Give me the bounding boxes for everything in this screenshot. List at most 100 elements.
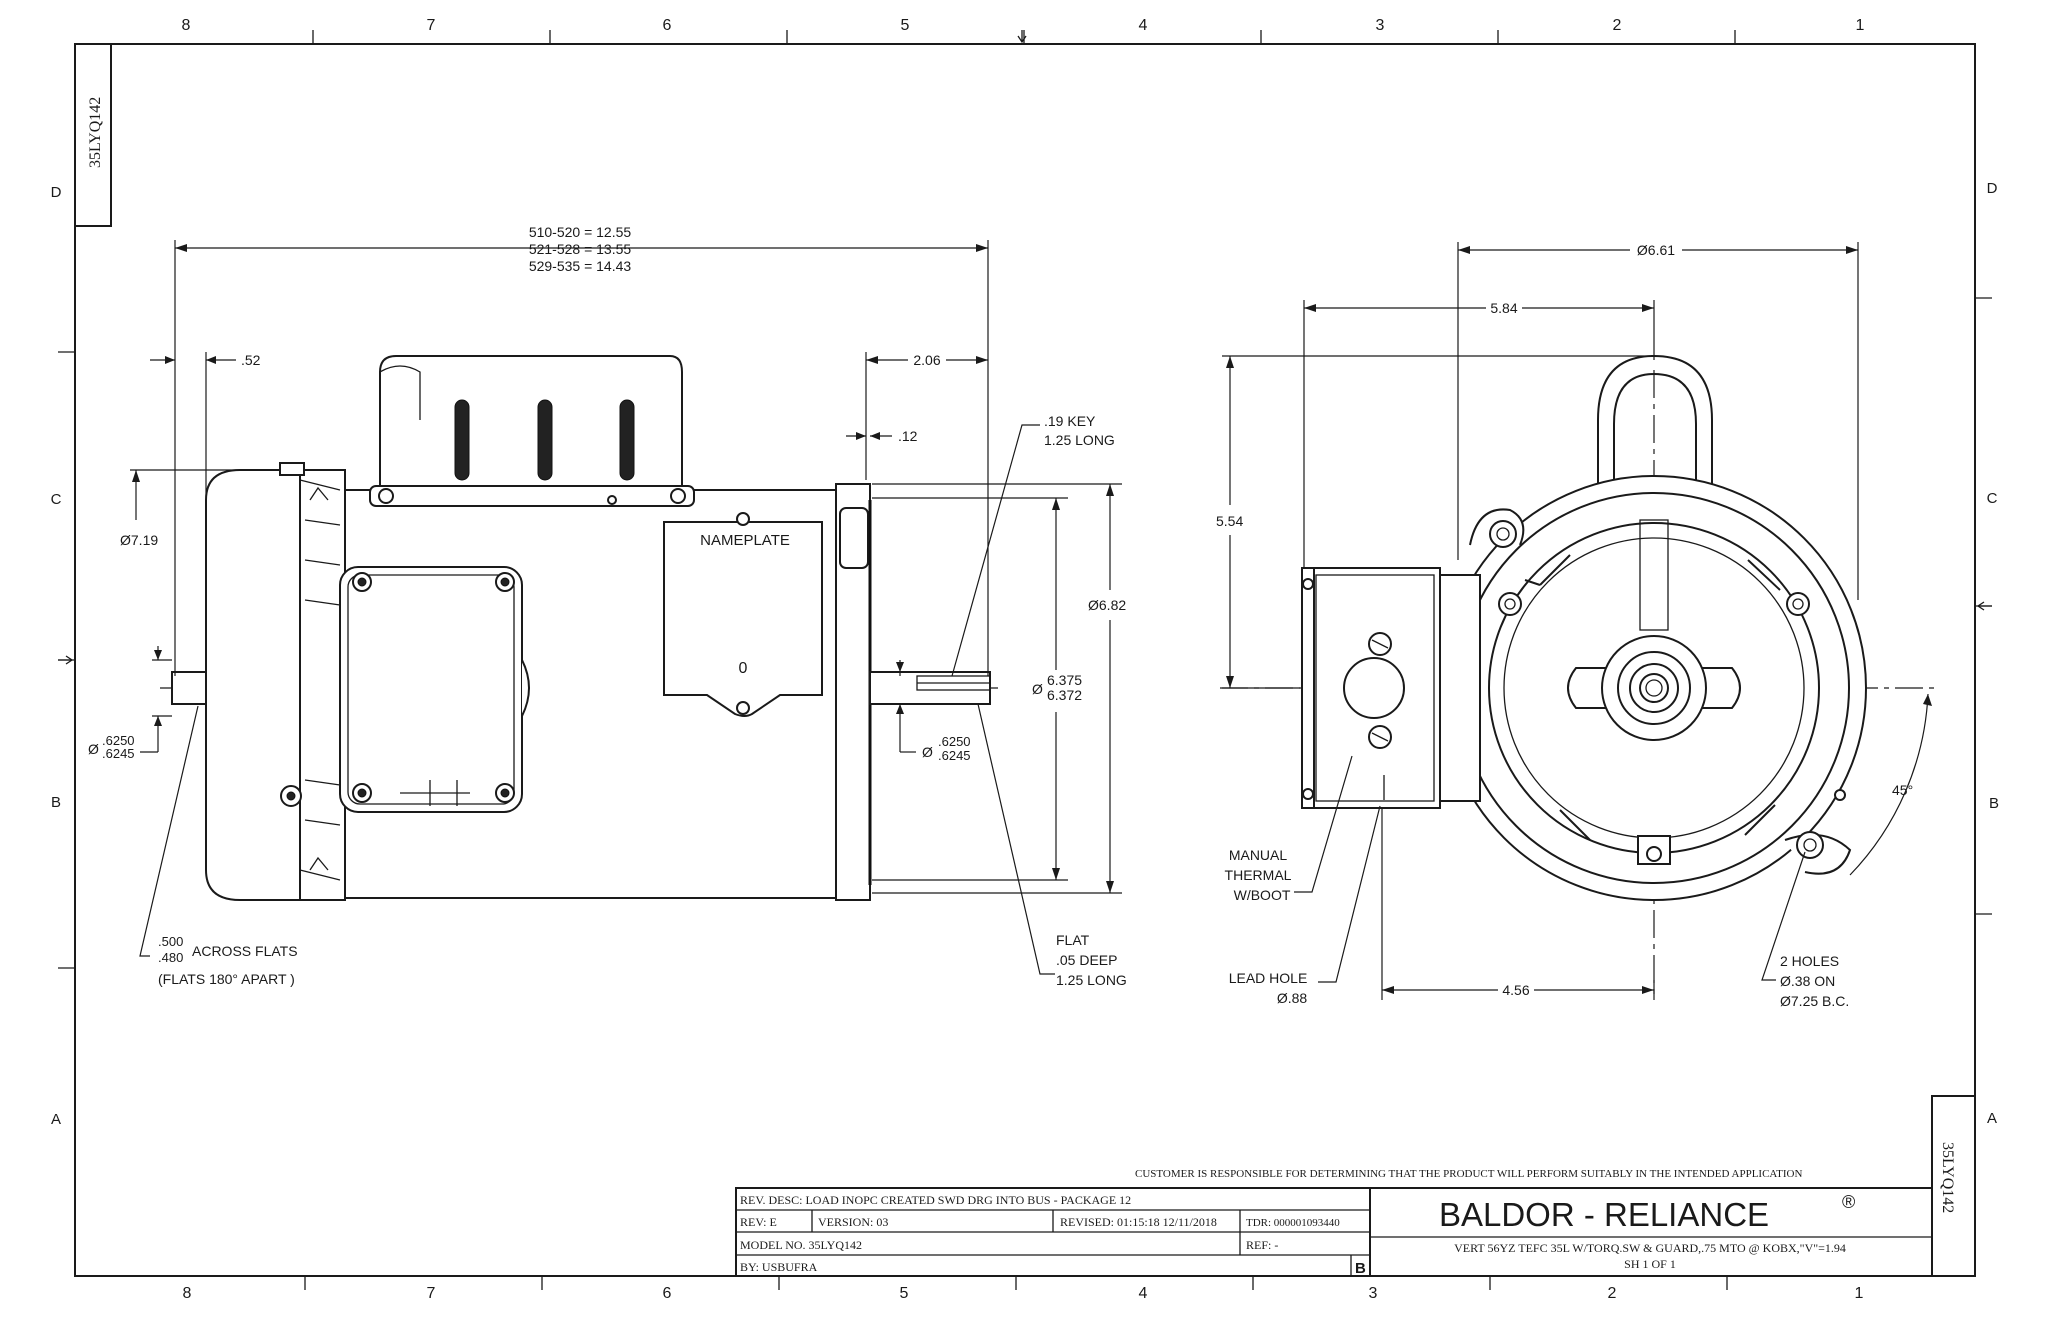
capacitor-cover bbox=[379, 355, 683, 491]
zone-col-5-bottom: 5 bbox=[900, 1285, 909, 1302]
lead-hole-note-1: LEAD HOLE bbox=[1229, 970, 1308, 986]
sheet-size: B bbox=[1355, 1260, 1366, 1277]
dim-dia-719: Ø7.19 bbox=[120, 532, 158, 548]
flat-note-3: 1.25 LONG bbox=[1056, 972, 1127, 988]
right-shaft-dia-lower: .6245 bbox=[938, 748, 971, 763]
revised: REVISED: 01:15:18 12/11/2018 bbox=[1060, 1215, 1217, 1229]
thermal-note-2: THERMAL bbox=[1225, 867, 1292, 883]
registered-mark: ® bbox=[1842, 1192, 1855, 1212]
thermal-note-3: W/BOOT bbox=[1234, 887, 1291, 903]
flats-label: ACROSS FLATS bbox=[192, 943, 298, 959]
dim-052: .52 bbox=[241, 352, 261, 368]
zone-col-7-bottom: 7 bbox=[427, 1285, 436, 1302]
part-number-tab-bottom: 35LYQ142 bbox=[1931, 1095, 1976, 1277]
zone-col-2-top: 2 bbox=[1613, 17, 1622, 34]
zone-col-6-top: 6 bbox=[663, 17, 672, 34]
zone-col-1-top: 1 bbox=[1856, 17, 1865, 34]
part-number-bottom: 35LYQ142 bbox=[1939, 1142, 1956, 1213]
length-dim-2: 521-528 = 13.55 bbox=[529, 241, 632, 257]
disclaimer: CUSTOMER IS RESPONSIBLE FOR DETERMINING … bbox=[1135, 1168, 1802, 1180]
zone-col-3-bottom: 3 bbox=[1369, 1285, 1378, 1302]
zone-col-8-top: 8 bbox=[182, 17, 191, 34]
right-shaft bbox=[869, 671, 991, 705]
key-note-1: .19 KEY bbox=[1044, 413, 1096, 429]
zone-row-c-right: C bbox=[1987, 490, 1998, 507]
model-number: MODEL NO. 35LYQ142 bbox=[740, 1238, 862, 1252]
flat-note-2: .05 DEEP bbox=[1056, 952, 1117, 968]
sheet-number: SH 1 OF 1 bbox=[1624, 1257, 1676, 1271]
fan-cover bbox=[205, 469, 301, 901]
pilot-dia-lower: 6.372 bbox=[1047, 687, 1082, 703]
right-shaft-dia-symbol: Ø bbox=[922, 744, 933, 760]
zone-row-d-left: D bbox=[51, 184, 62, 201]
title-block: CUSTOMER IS RESPONSIBLE FOR DETERMINING … bbox=[735, 1168, 1933, 1277]
dim-dia-661: Ø6.61 bbox=[1637, 242, 1675, 258]
tdr: TDR: 000001093440 bbox=[1246, 1217, 1340, 1229]
flats-note: (FLATS 180° APART ) bbox=[158, 971, 295, 987]
dim-554: 5.54 bbox=[1216, 513, 1243, 529]
dim-dia-682: Ø6.82 bbox=[1088, 597, 1126, 613]
holes-note-2: Ø.38 ON bbox=[1780, 973, 1835, 989]
zone-labels-bottom: 8 7 6 5 4 3 2 1 bbox=[183, 1285, 1864, 1302]
zone-col-1-bottom: 1 bbox=[1855, 1285, 1864, 1302]
zone-row-d-right: D bbox=[1987, 180, 1998, 197]
angle-45: 45° bbox=[1892, 782, 1913, 798]
end-view: Ø6.61 5.84 5.54 45° MANUAL THERMAL W/BOO… bbox=[1216, 240, 1935, 1009]
right-shaft-dia-upper: .6250 bbox=[938, 734, 971, 749]
dim-206: 2.06 bbox=[913, 352, 940, 368]
drawing-description: VERT 56YZ TEFC 35L W/TORQ.SW & GUARD,.75… bbox=[1454, 1241, 1846, 1255]
zone-col-2-bottom: 2 bbox=[1608, 1285, 1617, 1302]
zone-col-3-top: 3 bbox=[1376, 17, 1385, 34]
rev: REV: E bbox=[740, 1215, 777, 1229]
holes-note-1: 2 HOLES bbox=[1780, 953, 1839, 969]
flats-lower: .480 bbox=[158, 950, 183, 965]
flat-note-1: FLAT bbox=[1056, 932, 1090, 948]
part-number-tab-top: 35LYQ142 bbox=[74, 43, 112, 227]
zone-col-8-bottom: 8 bbox=[183, 1285, 192, 1302]
holes-note-3: Ø7.25 B.C. bbox=[1780, 993, 1849, 1009]
vent-slot bbox=[454, 399, 470, 481]
thermal-note-1: MANUAL bbox=[1229, 847, 1288, 863]
nameplate-mark: 0 bbox=[739, 660, 748, 677]
dim-584: 5.84 bbox=[1490, 300, 1517, 316]
zone-col-4-bottom: 4 bbox=[1139, 1285, 1148, 1302]
zone-labels-rows: D C B A D C B A bbox=[51, 180, 1999, 1128]
zone-col-4-top: 4 bbox=[1139, 17, 1148, 34]
left-shaft-dia-symbol: Ø bbox=[88, 741, 99, 757]
lead-hole-note-2: Ø.88 bbox=[1277, 990, 1308, 1006]
key-note-2: 1.25 LONG bbox=[1044, 432, 1115, 448]
part-number-top: 35LYQ142 bbox=[87, 97, 104, 168]
left-shaft bbox=[171, 671, 207, 705]
nameplate-label: NAMEPLATE bbox=[700, 532, 790, 549]
pilot-dia-symbol: Ø bbox=[1032, 681, 1043, 697]
left-shaft-dia-lower: .6245 bbox=[102, 746, 135, 761]
zone-col-6-bottom: 6 bbox=[663, 1285, 672, 1302]
zone-row-c-left: C bbox=[51, 491, 62, 508]
length-dim-1: 510-520 = 12.55 bbox=[529, 224, 632, 240]
zone-col-7-top: 7 bbox=[427, 17, 436, 34]
version: VERSION: 03 bbox=[818, 1215, 888, 1229]
rev-desc: REV. DESC: LOAD INOPC CREATED SWD DRG IN… bbox=[740, 1193, 1131, 1207]
left-shaft-dia-upper: .6250 bbox=[102, 733, 135, 748]
zone-row-b-left: B bbox=[51, 794, 61, 811]
ref: REF: - bbox=[1246, 1238, 1278, 1252]
zone-row-a-right: A bbox=[1987, 1110, 1997, 1127]
zone-labels-top: 8 7 6 5 4 3 2 1 bbox=[182, 17, 1865, 34]
nameplate-outline bbox=[663, 521, 823, 717]
zone-row-b-right: B bbox=[1989, 795, 1999, 812]
vent-slot bbox=[537, 399, 553, 481]
side-view: NAMEPLATE 0 510-520 = 12.55 521-528 = 13… bbox=[88, 224, 1127, 988]
dim-456: 4.56 bbox=[1502, 982, 1529, 998]
flats-upper: .500 bbox=[158, 934, 183, 949]
vent-slot bbox=[619, 399, 635, 481]
switch-box bbox=[339, 566, 523, 813]
dim-012: .12 bbox=[898, 428, 918, 444]
zone-row-a-left: A bbox=[51, 1111, 61, 1128]
drawn-by: BY: USBUFRA bbox=[740, 1260, 818, 1274]
zone-col-5-top: 5 bbox=[901, 17, 910, 34]
pilot-dia-upper: 6.375 bbox=[1047, 672, 1082, 688]
lead-hole bbox=[1343, 657, 1405, 719]
length-dim-3: 529-535 = 14.43 bbox=[529, 258, 632, 274]
company-name: BALDOR - RELIANCE bbox=[1439, 1196, 1769, 1233]
